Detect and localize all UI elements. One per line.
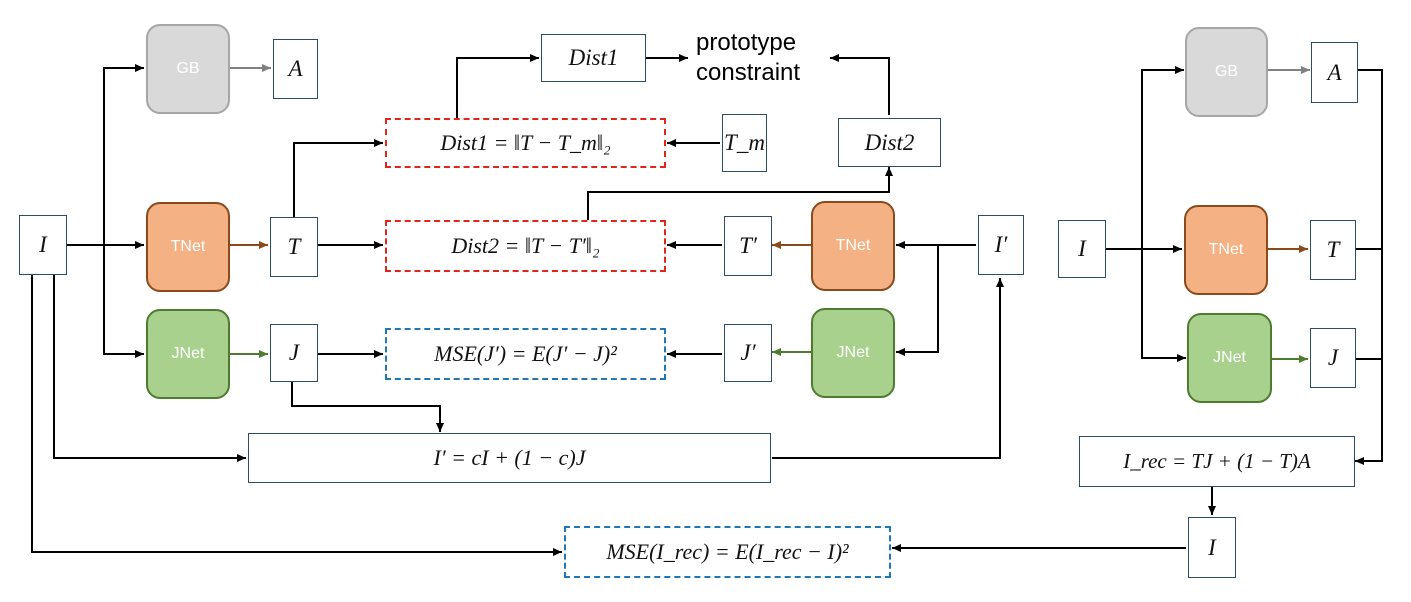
right-output-i-node: I	[1188, 517, 1236, 578]
arrow-t-to-dist1-eq	[293, 139, 383, 222]
input-i-node: I	[19, 215, 67, 275]
jnet2-block: JNet	[811, 308, 895, 398]
prototype-line1: prototype	[696, 29, 797, 56]
i-prime-node: I′	[978, 215, 1024, 275]
arrow-iprime-to-jnet2	[896, 245, 939, 356]
right-input-i-node: I	[1058, 220, 1106, 278]
right-jnet-block: JNet	[1187, 313, 1272, 403]
tnet2-block: TNet	[811, 201, 895, 291]
mse-j-equation: MSE(J′) = E(J′ − J)²	[385, 328, 666, 380]
tnet-block: TNet	[146, 202, 230, 292]
prototype-constraint-label: prototype constraint	[696, 28, 800, 88]
arrow-dist2eq-to-dist2	[587, 167, 893, 220]
right-j-node: J	[1310, 328, 1356, 388]
jnet-block: JNet	[146, 309, 230, 399]
arrow-j-to-blend	[291, 380, 444, 432]
gb-block: GB	[146, 24, 230, 114]
arrow-dist2-to-prototype	[830, 54, 890, 115]
blend-equation: I′ = cI + (1 − c)J	[248, 433, 771, 483]
reconstruction-equation: I_rec = TJ + (1 − T)A	[1079, 436, 1355, 487]
right-gb-block: GB	[1185, 27, 1268, 117]
t-node: T	[270, 217, 318, 277]
right-t-node: T	[1310, 220, 1356, 280]
arrow-dist1eq-to-dist1	[456, 54, 539, 118]
dist1-node: Dist1	[541, 34, 646, 82]
arrow-i-to-blend	[53, 275, 246, 462]
dist2-equation: Dist2 = ‖T − T′‖₂	[385, 220, 666, 272]
arrow-r-i-to-jnet	[1141, 249, 1186, 362]
tm-node: T_m	[722, 114, 767, 172]
t-prime-node: T′	[724, 216, 772, 276]
right-tnet-block: TNet	[1184, 205, 1268, 295]
arrow-i-to-gb	[103, 64, 144, 245]
j-node: J	[270, 324, 318, 382]
arrow-r-i-to-gb	[1141, 66, 1184, 249]
dist1-equation: Dist1 = ‖T − T_m‖₂	[385, 118, 666, 168]
arrow-r-a-to-rec	[1355, 69, 1383, 465]
dist2-node: Dist2	[838, 118, 941, 167]
right-a-node: A	[1311, 42, 1358, 103]
a-node: A	[273, 39, 318, 99]
arrow-i-to-mse-rec	[31, 275, 562, 556]
arrow-i-to-jnet	[103, 245, 144, 358]
mse-rec-equation: MSE(I_rec) = E(I_rec − I)²	[564, 526, 891, 578]
prototype-line2: constraint	[696, 59, 801, 86]
j-prime-node: J′	[724, 324, 772, 382]
arrow-blend-to-iprime	[772, 278, 1004, 459]
